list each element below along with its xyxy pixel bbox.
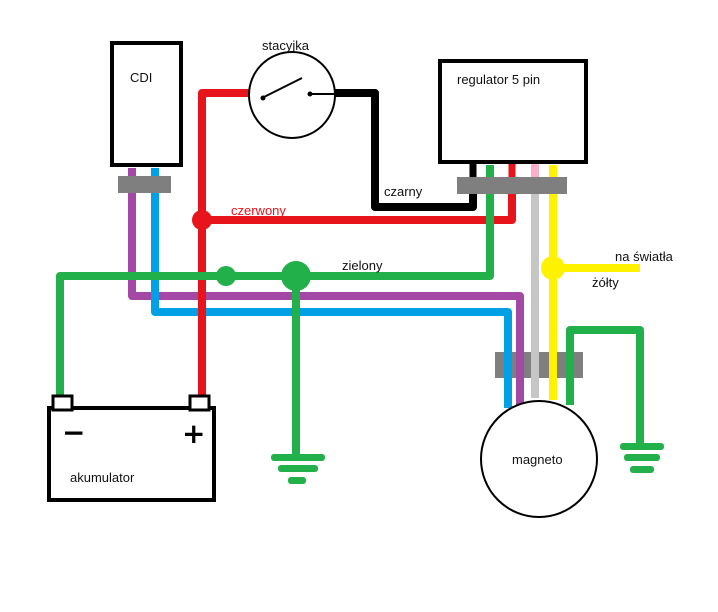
red-wire [192, 89, 516, 410]
battery-label: akumulator [70, 470, 135, 485]
ground-symbol-right [620, 443, 664, 473]
ignition-switch: stacyjka [248, 38, 336, 139]
black-wire-label: czarny [384, 184, 423, 199]
ground-symbol-left [271, 454, 325, 484]
purple-wire [128, 168, 524, 405]
yellow-junction [541, 256, 565, 280]
cdi-unit: CDI [110, 41, 183, 167]
green-wire-label: zielony [342, 258, 383, 273]
battery: − + akumulator [47, 394, 216, 502]
regulator-connector [457, 177, 567, 194]
red-wire-label: czerwony [231, 203, 286, 218]
red-junction [192, 210, 212, 230]
battery-positive-terminal [188, 394, 211, 412]
lights-label: na światła [615, 249, 674, 264]
battery-minus: − [62, 416, 85, 449]
regulator-unit: regulator 5 pin [438, 59, 588, 164]
yellow-wire-label: żółty [592, 275, 619, 290]
green-junction-small [216, 266, 236, 286]
black-wire [334, 89, 477, 211]
regulator-label: regulator 5 pin [457, 72, 540, 87]
battery-plus: + [182, 417, 205, 450]
ignition-label: stacyjka [262, 38, 310, 53]
switch-lever [261, 77, 303, 99]
cdi-connector [118, 176, 171, 193]
cdi-label: CDI [130, 70, 152, 85]
magneto: magneto [480, 400, 598, 518]
battery-negative-terminal [51, 394, 74, 412]
magneto-label: magneto [512, 452, 563, 467]
magneto-connector [495, 352, 583, 378]
